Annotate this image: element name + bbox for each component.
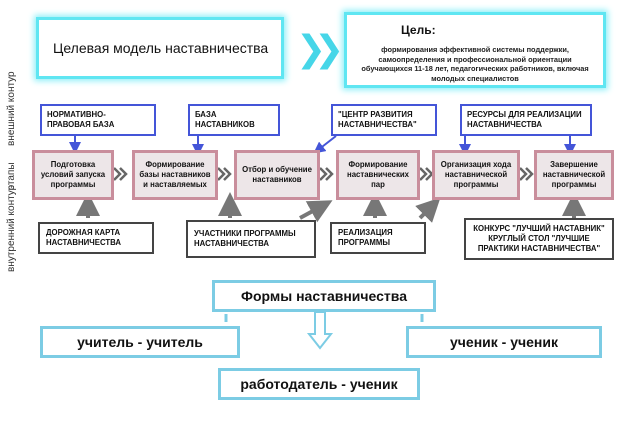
- outer-item-mentor-base: БАЗА НАСТАВНИКОВ: [188, 104, 280, 136]
- stage-6: Завершение наставнической программы: [534, 150, 614, 200]
- inner-item-implementation: РЕАЛИЗАЦИЯ ПРОГРАММЫ: [330, 222, 426, 254]
- side-label-outer: внешний контур: [6, 71, 17, 146]
- outer-item-center: "ЦЕНТР РАЗВИТИЯ НАСТАВНИЧЕСТВА": [331, 104, 437, 136]
- inner-item-contest: КОНКУРС "ЛУЧШИЙ НАСТАВНИК" КРУГЛЫЙ СТОЛ …: [464, 218, 614, 260]
- inner-item-roadmap: ДОРОЖНАЯ КАРТА НАСТАВНИЧЕСТВА: [38, 222, 154, 254]
- stage-4: Формирование наставнических пар: [336, 150, 420, 200]
- goal-box: Цель: формирования эффективной системы п…: [344, 12, 606, 88]
- form-teacher-teacher: учитель - учитель: [40, 326, 240, 358]
- stage-2: Формирование базы наставников и наставля…: [132, 150, 218, 200]
- form-employer-student: работодатель - ученик: [218, 368, 420, 400]
- stage-3: Отбор и обучение наставников: [234, 150, 320, 200]
- outer-item-resources: РЕСУРСЫ ДЛЯ РЕАЛИЗАЦИИ НАСТАВНИЧЕСТВА: [460, 104, 592, 136]
- model-title-box: Целевая модель наставничества: [36, 17, 284, 79]
- inner-item-participants: УЧАСТНИКИ ПРОГРАММЫ НАСТАВНИЧЕСТВА: [186, 220, 316, 258]
- model-title: Целевая модель наставничества: [53, 40, 269, 56]
- side-label-inner: внутренний контур: [6, 184, 17, 272]
- outer-item-legal-base: НОРМАТИВНО-ПРАВОВАЯ БАЗА: [40, 104, 156, 136]
- double-chevron-right-icon: ❯❯: [296, 28, 344, 69]
- forms-title: Формы наставничества: [241, 288, 407, 304]
- stage-5: Организация хода наставнической программ…: [432, 150, 520, 200]
- stage-1: Подготовка условий запуска программы: [32, 150, 114, 200]
- goal-text: формирования эффективной системы поддерж…: [361, 45, 589, 83]
- forms-title-box: Формы наставничества: [212, 280, 436, 312]
- form-student-student: ученик - ученик: [406, 326, 602, 358]
- goal-title: Цель:: [401, 23, 436, 37]
